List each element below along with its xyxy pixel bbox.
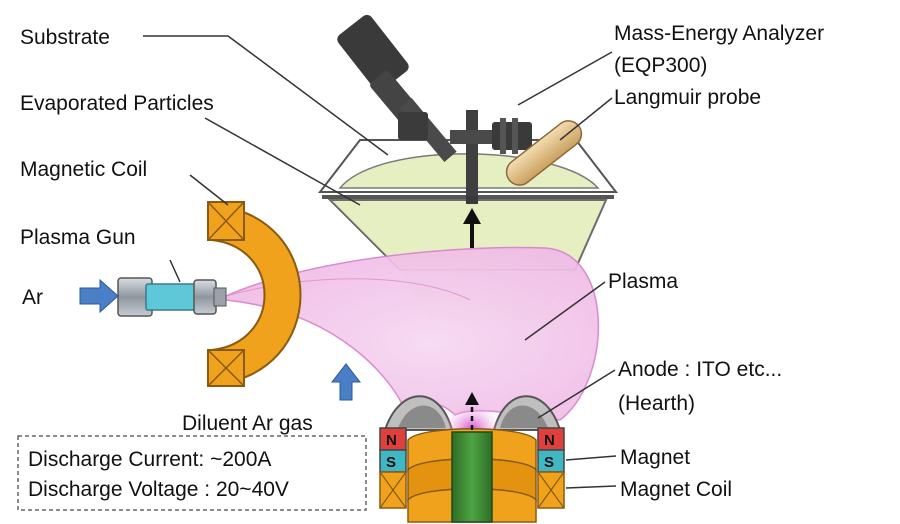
pole-s-left: S	[386, 454, 396, 471]
label-substrate: Substrate	[20, 26, 110, 49]
label-magnet: Magnet	[620, 446, 690, 469]
pole-n-left: N	[386, 432, 397, 449]
mass-energy-analyzer-probe	[337, 14, 532, 204]
label-hearth: (Hearth)	[618, 392, 695, 415]
hearth-assembly	[379, 395, 565, 523]
plasma-plume	[225, 246, 600, 421]
label-anode: Anode : ITO etc...	[618, 358, 782, 381]
pole-s-right: S	[544, 454, 554, 471]
label-plasma: Plasma	[608, 270, 678, 293]
label-diluent-ar-gas: Diluent Ar gas	[182, 412, 313, 435]
discharge-current: Discharge Current: ~200A	[28, 448, 271, 471]
label-eqp300: (EQP300)	[614, 54, 707, 77]
plasma-gun	[117, 277, 227, 317]
magnetic-coil	[207, 201, 302, 387]
discharge-info-box: Discharge Current: ~200A Discharge Volta…	[17, 435, 367, 511]
leader-lines	[143, 35, 617, 489]
label-magnet-coil: Magnet Coil	[620, 478, 732, 501]
ar-inlet-arrow	[79, 278, 119, 314]
label-langmuir-probe: Langmuir probe	[614, 86, 761, 109]
discharge-voltage: Discharge Voltage : 20~40V	[28, 478, 289, 501]
flux-arrow-up	[463, 208, 481, 248]
pole-n-right: N	[544, 432, 555, 449]
label-magnetic-coil: Magnetic Coil	[20, 158, 147, 181]
label-evaporated-particles: Evaporated Particles	[20, 92, 214, 115]
label-plasma-gun: Plasma Gun	[20, 226, 136, 249]
label-mass-energy-analyzer: Mass-Energy Analyzer	[614, 22, 824, 45]
diluent-ar-arrow	[330, 363, 362, 401]
label-ar: Ar	[22, 286, 43, 309]
vapor-flux-arrow	[465, 392, 479, 430]
